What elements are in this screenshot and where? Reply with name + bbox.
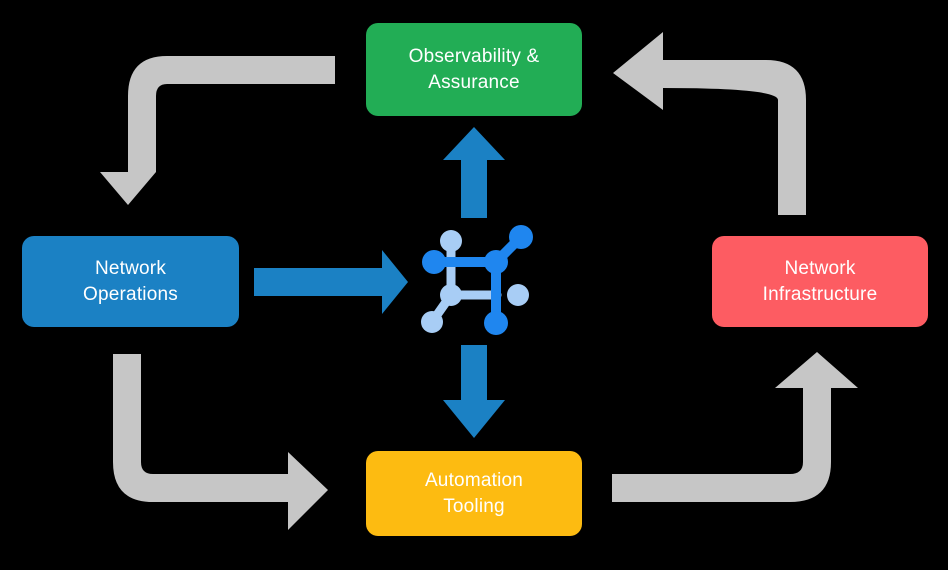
node-box-automation-tooling[interactable]: Automation Tooling (366, 451, 582, 536)
node-label-network-infrastructure: Network Infrastructure (762, 257, 878, 305)
gray-arrow-automation-to-infrastructure (612, 352, 858, 502)
blue-arrow-center-to-observability (443, 127, 505, 218)
blue-arrow-center-to-automation (443, 345, 505, 438)
gray-arrow-observability-to-operations (100, 56, 335, 205)
gray-arrow-operations-to-automation (113, 354, 328, 530)
blue-arrow-operations-to-center (254, 250, 408, 314)
node-box-observability-assurance[interactable]: Observability & Assurance (366, 23, 582, 116)
topology-secondary-nodes (421, 230, 529, 333)
node-box-network-infrastructure[interactable]: Network Infrastructure (712, 236, 928, 327)
node-box-network-operations[interactable]: Network Operations (22, 236, 239, 327)
gray-arrow-infrastructure-to-observability (613, 32, 806, 215)
node-label-network-operations: Network Operations (83, 257, 178, 305)
node-label-automation-tooling: Automation Tooling (424, 469, 524, 517)
topology-primary-nodes (422, 225, 533, 335)
node-label-observability-assurance: Observability & Assurance (408, 45, 540, 93)
